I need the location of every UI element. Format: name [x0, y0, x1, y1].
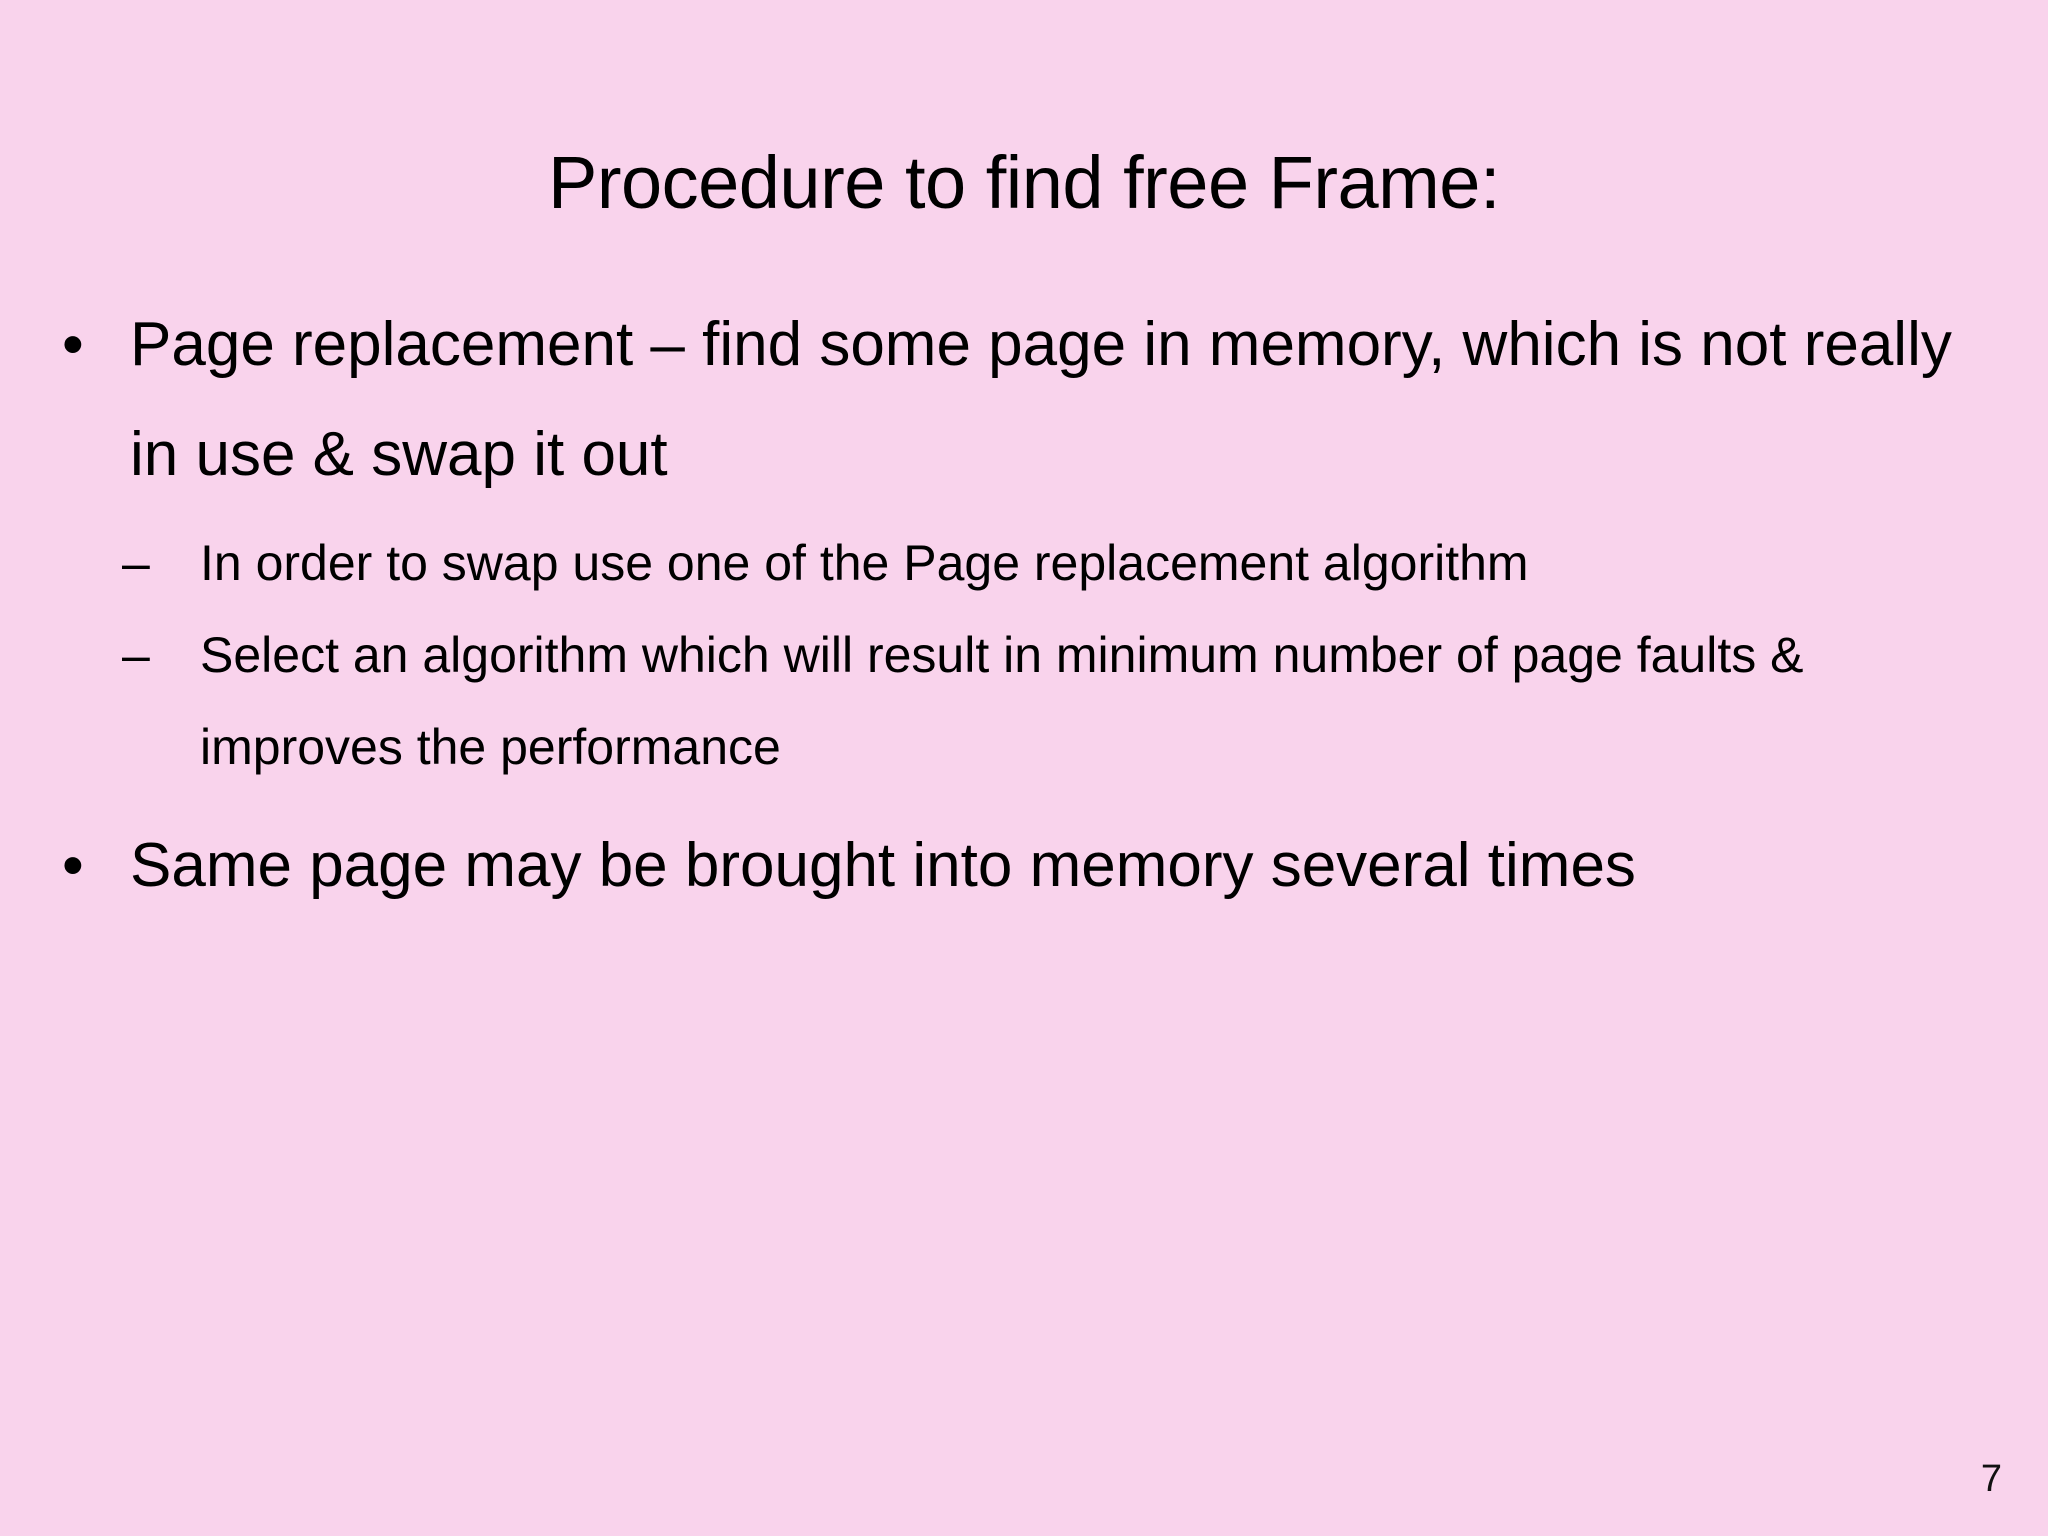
bullet-dot-icon: • — [62, 310, 84, 379]
bullet-item: • Page replacement – find some page in m… — [40, 290, 1990, 511]
slide-body: • Page replacement – find some page in m… — [40, 290, 2000, 921]
spacer — [40, 793, 2000, 811]
sub-bullet-list: – In order to swap use one of the Page r… — [40, 517, 2000, 793]
bullet-item: • Same page may be brought into memory s… — [40, 811, 1990, 921]
sub-bullet-item: – Select an algorithm which will result … — [100, 609, 2000, 793]
bullet-dash-icon: – — [122, 626, 150, 683]
sub-bullet-text: In order to swap use one of the Page rep… — [200, 534, 1529, 591]
page-number: 7 — [1980, 1458, 2002, 1500]
bullet-dot-icon: • — [62, 830, 84, 900]
slide-title: Procedure to find free Frame: — [547, 140, 1501, 224]
bullet-text: Page replacement – find some page in mem… — [130, 310, 1952, 490]
sub-bullet-item: – In order to swap use one of the Page r… — [100, 517, 2000, 609]
sub-bullet-text: Select an algorithm which will result in… — [200, 626, 1804, 775]
bullet-text: Same page may be brought into memory sev… — [130, 830, 1636, 900]
bullet-dash-icon: – — [122, 534, 150, 591]
